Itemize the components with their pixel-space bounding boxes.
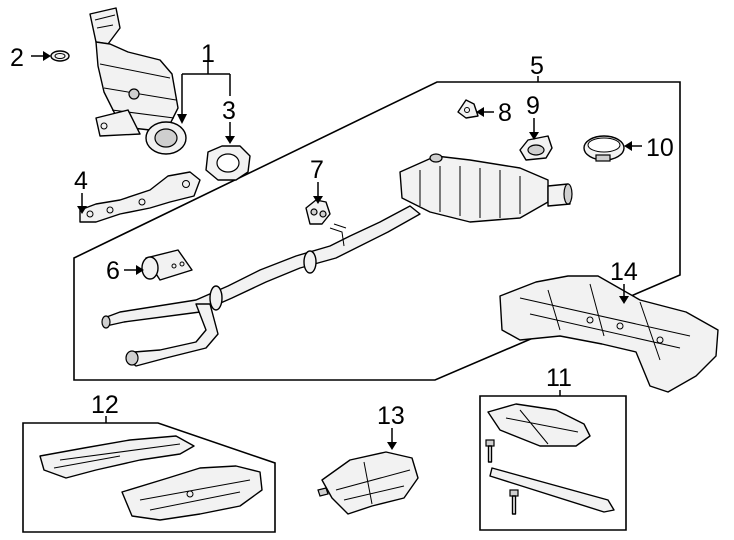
- group-12-frame: [22, 422, 276, 533]
- callout-4: 4: [74, 167, 88, 195]
- bracket-4: [79, 171, 201, 223]
- callout-5: 5: [530, 52, 544, 80]
- exhaust-assembly-frame: [73, 81, 681, 381]
- callout-10: 10: [646, 134, 674, 162]
- hanger-8: [457, 99, 479, 119]
- callout-8: 8: [498, 99, 512, 127]
- exhaust-pipe-muffler-5: [101, 153, 573, 367]
- gasket-2: [50, 50, 70, 62]
- shield-bracket-13: [317, 451, 419, 515]
- catalytic-converter-1: [89, 7, 187, 155]
- heat-shield-14: [499, 275, 719, 393]
- bolt-upper: [485, 439, 495, 463]
- callout-11: 11: [546, 364, 572, 392]
- callout-14: 14: [610, 258, 638, 286]
- underbody-shield-12: [39, 435, 263, 521]
- exhaust-tip-6: [141, 249, 193, 281]
- callout-7: 7: [310, 156, 324, 184]
- callout-12: 12: [91, 391, 119, 419]
- group-11-frame: [479, 395, 627, 531]
- callout-3: 3: [222, 97, 236, 125]
- heat-shield-kit-11: [485, 403, 615, 515]
- callout-1: 1: [201, 40, 215, 68]
- leader-lines: [31, 51, 642, 450]
- callout-6: 6: [106, 257, 120, 285]
- callout-2: 2: [10, 44, 24, 72]
- band-clamp-10: [583, 135, 625, 162]
- bolt-lower: [509, 489, 519, 515]
- callout-9: 9: [526, 92, 540, 120]
- flange-gasket-3: [205, 145, 251, 181]
- clamp-bracket-9: [519, 135, 553, 161]
- callout-13: 13: [377, 402, 405, 430]
